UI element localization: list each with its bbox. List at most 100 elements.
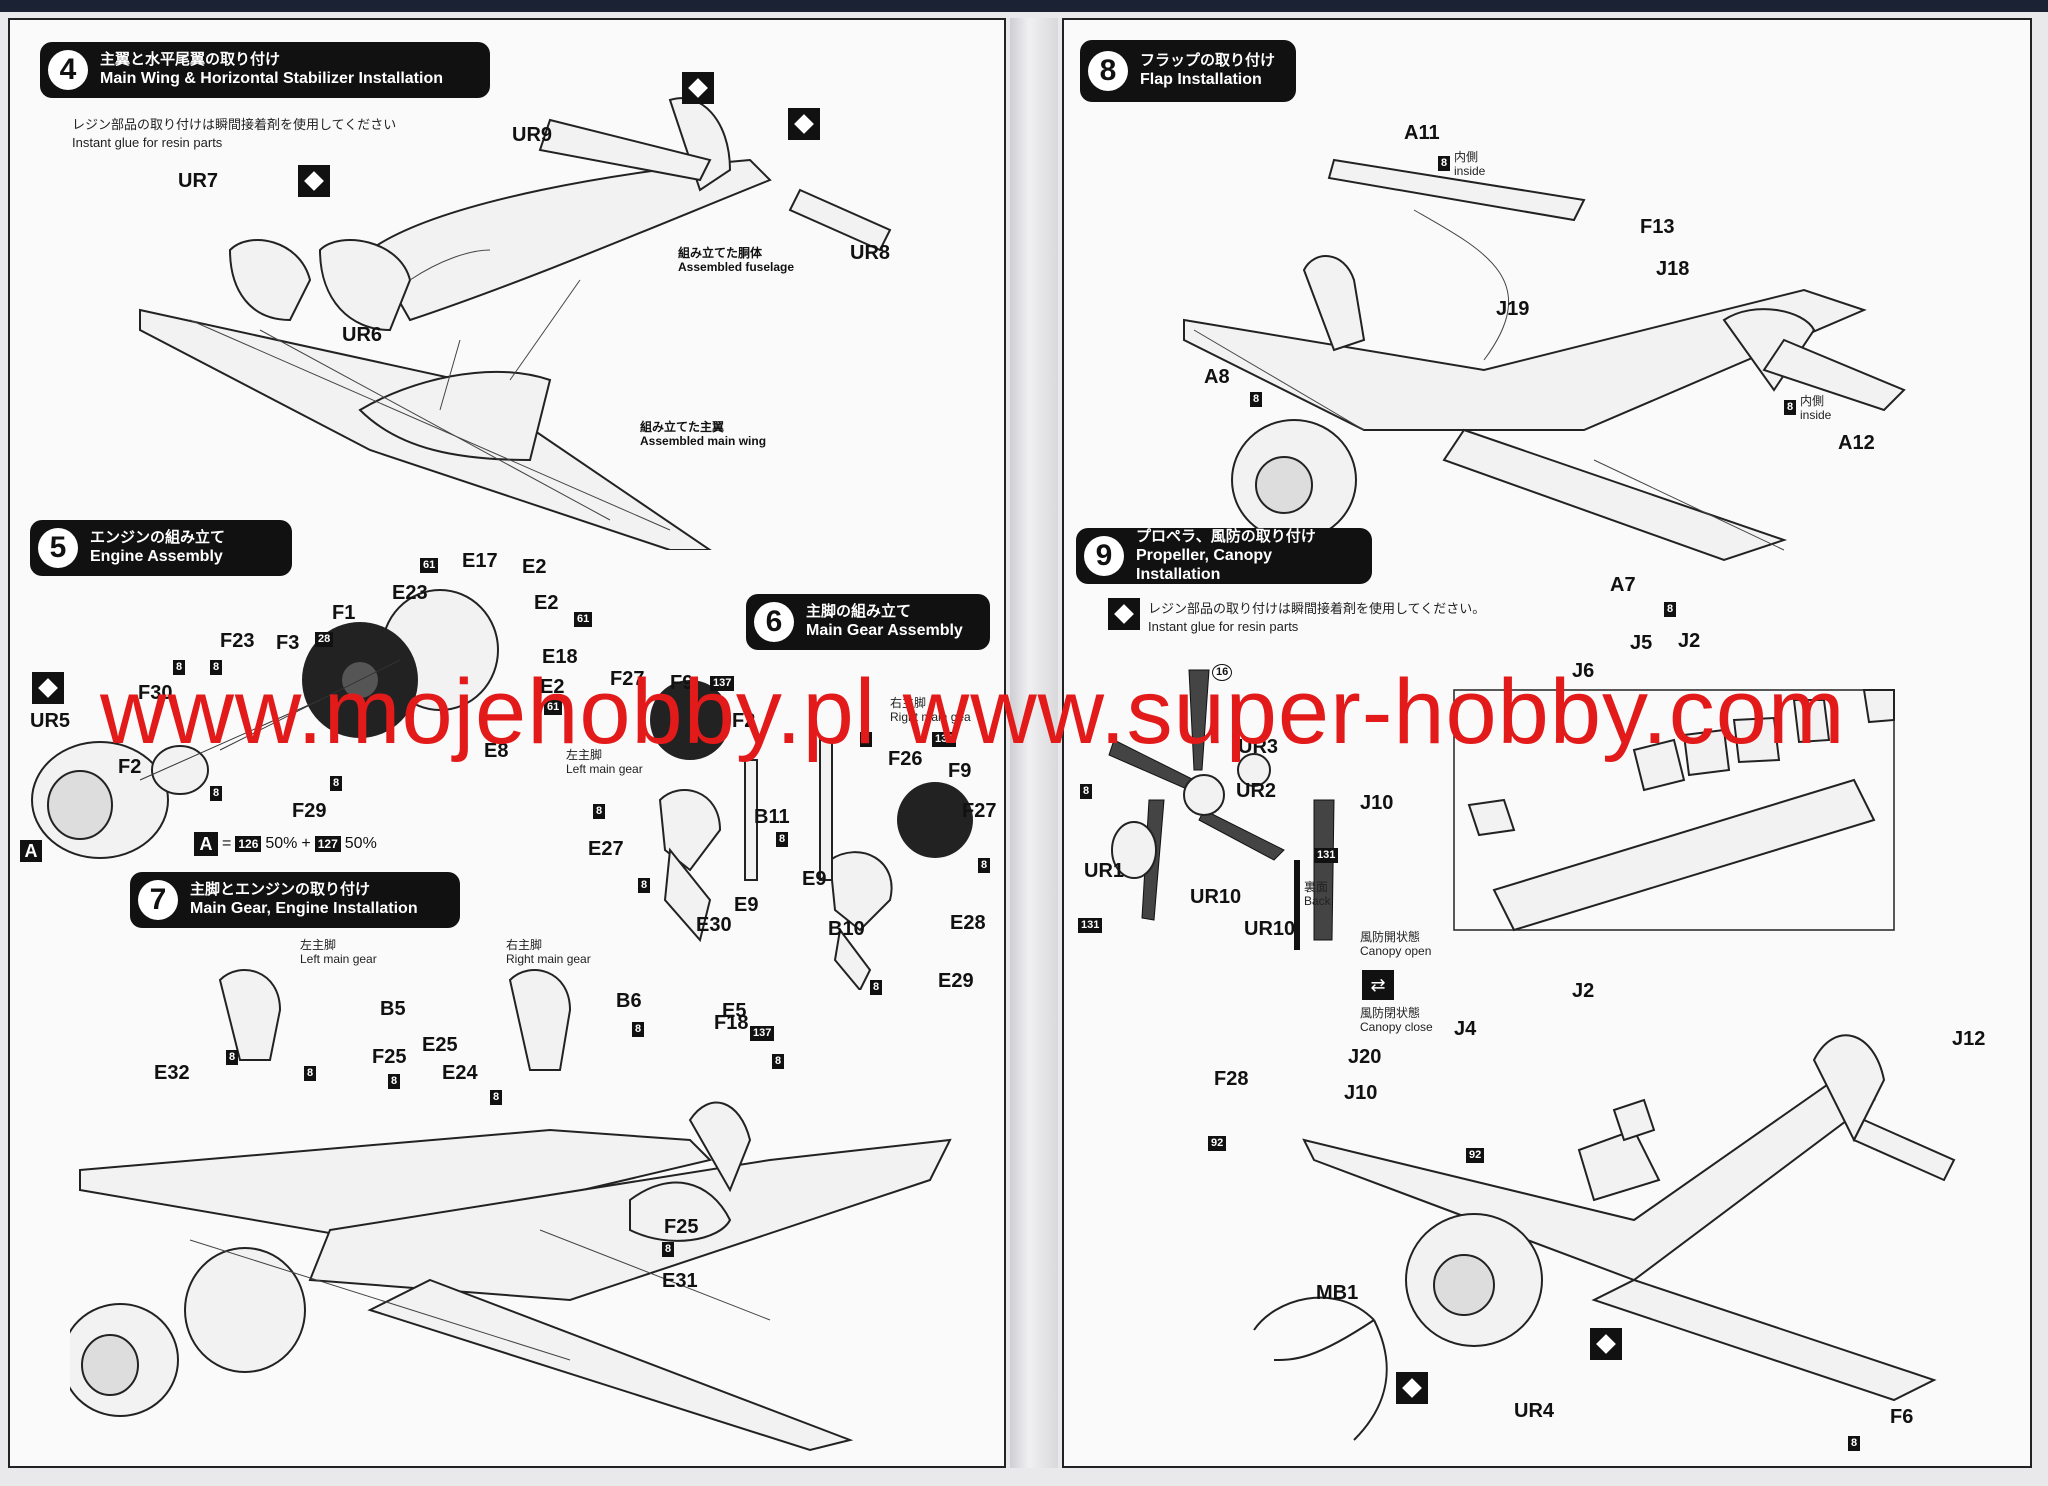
paint-badge: 137 <box>750 1026 775 1042</box>
top-edge <box>0 0 2048 12</box>
part-J10: J10 <box>1360 792 1394 814</box>
part-B11: B11 <box>754 806 790 828</box>
part-E25: E25 <box>422 1034 458 1056</box>
paint-badge: 92 <box>1208 1136 1227 1152</box>
part-E8: E8 <box>484 740 509 762</box>
part-J2: J2 <box>1678 630 1701 652</box>
back-jp: 裏面 <box>1304 880 1329 894</box>
paint-badge: 8 <box>870 980 883 996</box>
step-6-title-jp: 主脚の組み立て <box>806 603 912 621</box>
part-J5: J5 <box>1630 632 1653 654</box>
part-F9: F9 <box>948 760 972 782</box>
paint-badge: 131 <box>1078 918 1103 934</box>
mix-percent-2: 50% <box>344 835 377 852</box>
part-F25: F25 <box>664 1216 699 1238</box>
swap-arrows-icon: ⇄ <box>1362 970 1394 1000</box>
left-gear-jp: 左主脚 <box>566 748 603 762</box>
part-E2: E2 <box>522 556 547 578</box>
part-E32: E32 <box>154 1062 190 1084</box>
resin-glue-note-9: レジン部品の取り付けは瞬間接着剤を使用してください。 Instant glue … <box>1148 600 1485 635</box>
paint-badge: 92 <box>1466 1148 1485 1164</box>
paint-badge: 137 <box>932 732 957 748</box>
mix-plus: + <box>301 835 311 852</box>
part-E29: E29 <box>938 970 974 992</box>
paint-badge: 8 <box>593 804 606 820</box>
step-5-title-en: Engine Assembly <box>90 548 223 566</box>
canopy-open-en: Canopy open <box>1360 944 1432 959</box>
right-gear-en: Right main gea <box>890 710 971 725</box>
wing-caption-jp: 組み立てた主翼 <box>640 420 725 434</box>
part-J12: J12 <box>1952 1028 1986 1050</box>
paint-badge: 61 <box>544 700 563 716</box>
paint-badge: 61 <box>420 558 439 574</box>
part-F27: F27 <box>610 668 645 690</box>
step-4-title-jp: 主翼と水平尾翼の取り付け <box>100 51 281 69</box>
paint-badge: 8 <box>490 1090 503 1106</box>
right-gear-label-6: 右主脚 Right main gea <box>890 696 971 725</box>
part-F18: F18 <box>714 1012 749 1034</box>
part-UR10: UR10 <box>1190 886 1242 908</box>
part-J18: J18 <box>1656 258 1690 280</box>
wing-caption-en: Assembled main wing <box>640 434 767 449</box>
paint-badge: 8 <box>226 1050 239 1066</box>
fuselage-caption-jp: 組み立てた胴体 <box>678 246 763 260</box>
part-E28: E28 <box>950 912 986 934</box>
part-MB1: MB1 <box>1316 1282 1359 1304</box>
part-E23: E23 <box>392 582 428 604</box>
part-F1: F1 <box>332 602 356 624</box>
part-J6: J6 <box>1572 660 1595 682</box>
right-gear-label-7: 右主脚 Right main gear <box>506 938 591 967</box>
paint-badge: 28 <box>315 632 334 648</box>
paint-badge: 131 <box>1314 848 1339 864</box>
step-4-title-en: Main Wing & Horizontal Stabilizer Instal… <box>100 70 443 88</box>
inside-en: inside <box>1800 408 1832 423</box>
part-J2: J2 <box>1572 980 1595 1002</box>
part-J4: J4 <box>1454 1018 1477 1040</box>
part-A12: A12 <box>1838 432 1875 454</box>
paint-badge: 8 <box>632 1022 645 1038</box>
paint-badge: 8 <box>860 732 873 748</box>
canopy-close-jp: 風防閉状態 <box>1360 1006 1421 1020</box>
part-E2: E2 <box>534 592 559 614</box>
part-J19: J19 <box>1496 298 1530 320</box>
part-B5: B5 <box>380 998 406 1020</box>
step-9-title-jp: プロペラ、風防の取り付け <box>1136 527 1316 545</box>
part-F29: F29 <box>292 800 327 822</box>
gear-engine-installation-drawing <box>70 969 952 1452</box>
part-E31: E31 <box>662 1270 698 1292</box>
mix-letter: A <box>194 832 218 856</box>
step-7-number: 7 <box>138 880 178 920</box>
part-J20: J20 <box>1348 1046 1382 1068</box>
resin-marker-icon <box>32 672 64 704</box>
paint-badge: 8 <box>210 660 223 676</box>
part-F2: F2 <box>732 710 756 732</box>
back-label: 裏面 Back <box>1304 880 1331 909</box>
paint-badge: 8 <box>1438 156 1451 172</box>
paint-badge: 8 <box>388 1074 401 1090</box>
paint-badge: 8 <box>776 832 789 848</box>
paint-badge: 8 <box>1664 602 1677 618</box>
step-8-title-en: Flap Installation <box>1140 71 1262 89</box>
step-5-number: 5 <box>38 528 78 568</box>
part-UR2: UR2 <box>1236 780 1277 802</box>
step-5-title-jp: エンジンの組み立て <box>90 529 226 547</box>
left-gear-label-6: 左主脚 Left main gear <box>566 748 643 777</box>
flap-installation-drawing <box>1183 158 1906 562</box>
part-E2: E2 <box>540 676 565 698</box>
step-6-title-en: Main Gear Assembly <box>806 622 963 640</box>
part-UR6: UR6 <box>342 324 383 346</box>
part-F26: F26 <box>888 748 923 770</box>
paint-badge: 61 <box>574 612 593 628</box>
resin-note-jp-9: レジン部品の取り付けは瞬間接着剤を使用してください。 <box>1148 601 1486 616</box>
paint-badge: 8 <box>662 1242 675 1258</box>
paint-badge: 8 <box>1784 400 1797 416</box>
paint-badge: 16 <box>1212 664 1233 682</box>
part-B6: B6 <box>616 990 642 1012</box>
part-A8: A8 <box>1204 366 1230 388</box>
left-gear-en: Left main gear <box>566 762 643 777</box>
resin-marker-icon <box>788 108 820 140</box>
